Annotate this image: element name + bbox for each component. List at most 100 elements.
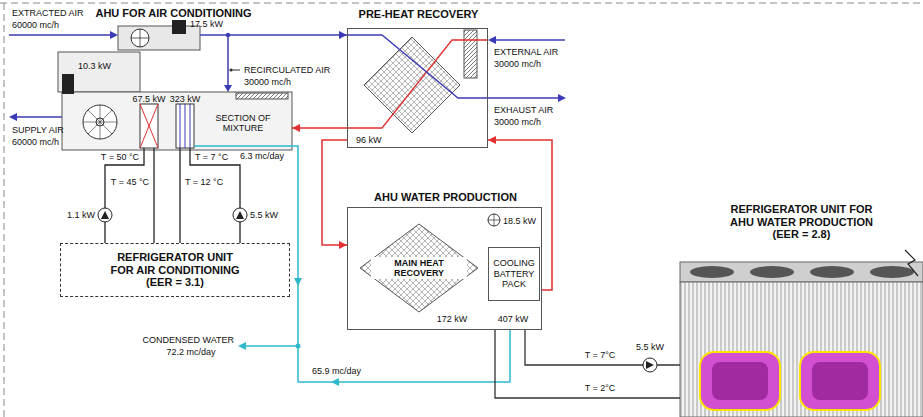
connector-line [153, 150, 154, 243]
chiller-fan [810, 266, 854, 278]
arrow-head [224, 85, 232, 92]
arrow-head [339, 31, 347, 39]
compressor-detail [812, 362, 868, 400]
preheated-air-path [347, 40, 488, 128]
flow-rate: 60000 mc/h [12, 137, 59, 147]
flow-rate: 6.3 mc/day [240, 151, 284, 161]
connector [322, 140, 347, 249]
condensate-line [194, 146, 510, 382]
temperature-label: T = 2°C [584, 383, 617, 393]
frame-dashed [0, 3, 923, 417]
power-value: 10.3 kW [78, 61, 111, 71]
arrow-head [488, 36, 496, 44]
fan-motor [172, 20, 186, 34]
arrow-head [294, 278, 302, 286]
node-heading: AHU FOR AIR CONDITIONING [55, 7, 292, 20]
battery-fan [488, 214, 500, 226]
power-value: 172 kW [437, 314, 468, 324]
arrow-head [238, 342, 246, 350]
flow-rate: 30000 mc/h [244, 77, 291, 87]
flow-rate: 65.9 mc/day [312, 366, 361, 376]
heating-coil-mark [140, 104, 158, 148]
compressor [700, 352, 780, 410]
arrow-head [331, 378, 339, 386]
supply-air-duct [16, 116, 62, 118]
node-title: COOLING BATTERY PACK [492, 258, 536, 289]
temperature-label: T = 7°C [584, 350, 617, 360]
power-value: 96 kW [356, 135, 382, 145]
heating-coil [140, 104, 158, 148]
heat-recovery-box: PRE-HEAT RECOVERY96 kW [347, 28, 488, 148]
temperature-label: T = 7 °C [194, 152, 229, 162]
power-value: 5.5 kW [636, 342, 664, 352]
connector [190, 150, 240, 243]
connector-line [495, 330, 680, 398]
connector [525, 330, 680, 365]
heat-recovery-diamond: MAIN HEAT RECOVERY [359, 223, 479, 313]
arrow-head [292, 124, 300, 132]
extract-fan-box [118, 26, 200, 50]
refrigerator-box: REFRIGERATOR UNIT FOR AIR CONDITIONING(E… [60, 243, 290, 297]
chiller-fan [750, 266, 794, 278]
fan-motor [62, 74, 74, 94]
connector [495, 330, 680, 398]
efficiency-value: (EER = 2.8) [773, 228, 831, 241]
efficiency-value: (EER = 3.1) [146, 276, 204, 289]
flow-name: EXTERNAL AIR [494, 47, 558, 57]
compressor-detail [712, 362, 768, 400]
chiller-fan [870, 266, 914, 278]
leader-dot [229, 68, 232, 71]
compressor [800, 352, 880, 410]
connector [180, 150, 181, 243]
connector-line [488, 140, 552, 290]
flow-rate: 72.2 mc/day [166, 347, 215, 357]
junction-dot [226, 33, 230, 37]
cooling-coil-mark [180, 104, 190, 148]
node-heading: REFRIGERATOR UNIT FOR AHU WATER PRODUCTI… [727, 203, 877, 228]
extract-air-path [347, 35, 488, 98]
flow-name: SUPPLY AIR [12, 125, 64, 135]
diamond-shape [360, 224, 478, 312]
arrow-head [110, 31, 118, 39]
connector-line [179, 150, 180, 243]
flow-rate: 60000 mc/h [12, 20, 59, 30]
temperature-label: T = 45 °C [110, 177, 150, 187]
node-heading: AHU WATER PRODUCTION [348, 191, 543, 204]
exhaust-air-duct [488, 97, 559, 99]
temperature-label: T = 12 °C [184, 177, 224, 187]
flow-name: EXHAUST AIR [494, 105, 553, 115]
connector [292, 124, 347, 132]
power-value: 17.5 kW [190, 19, 223, 29]
power-value: 5.5 kW [250, 210, 278, 220]
connector-line [105, 150, 144, 243]
chiller-unit: REFRIGERATOR UNIT FOR AHU WATER PRODUCTI… [680, 200, 923, 417]
pump-mark [236, 211, 244, 219]
node-heading: PRE-HEAT RECOVERY [348, 8, 489, 21]
connector-line [292, 127, 347, 129]
connector-line [322, 140, 347, 245]
crossflow-exchanger [364, 37, 460, 133]
extract-air-duct [9, 34, 111, 36]
temperature-label: T = 50 °C [100, 152, 140, 162]
pump-symbol [643, 358, 657, 372]
flow-rate: 30000 mc/h [494, 59, 541, 69]
extract-fan [131, 29, 149, 47]
connector [154, 150, 155, 243]
arrow-head [488, 136, 496, 144]
flow-name: EXTRACTED AIR [12, 8, 84, 18]
external-air-duct [495, 39, 565, 41]
pump-symbol [98, 208, 112, 222]
node-title: REFRIGERATOR UNIT FOR AIR CONDITIONING [107, 251, 243, 276]
power-value: 18.5 kW [503, 216, 536, 226]
section-name: SECTION OF MIXTURE [208, 113, 278, 134]
flow-rate: 30000 mc/h [494, 117, 541, 127]
connector [292, 31, 347, 39]
recirculated-air-duct [227, 35, 229, 86]
cooling-coil [176, 104, 194, 148]
chiller-fan [690, 266, 734, 278]
fan-blades [83, 105, 117, 139]
pump-symbol [233, 208, 247, 222]
extract-air-duct [200, 34, 292, 36]
arrow-head [339, 241, 347, 249]
